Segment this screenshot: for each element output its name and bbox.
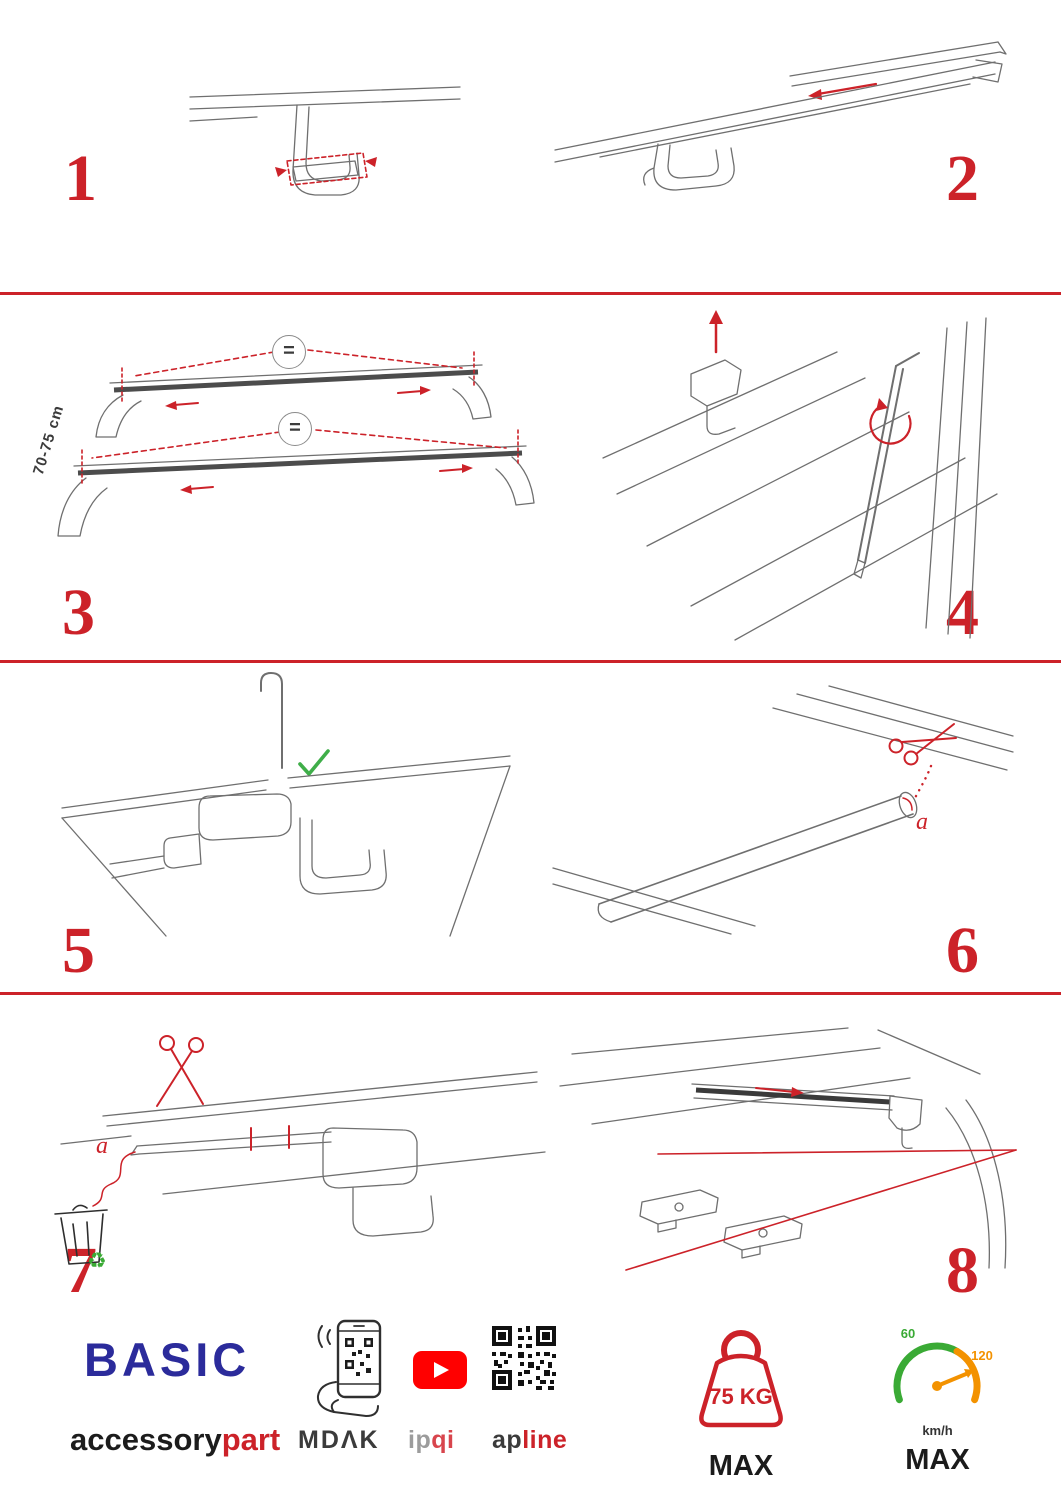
insert-arrow	[709, 310, 723, 354]
checkmark-icon	[298, 749, 330, 776]
step-4-number: 4	[946, 576, 979, 649]
step-2-illustration	[540, 32, 1010, 197]
step-1-number: 1	[64, 142, 97, 215]
brand-subtitle-accessory: accessory	[70, 1422, 222, 1457]
partner-ipqi-red: qi	[431, 1426, 455, 1454]
scissors-icon	[888, 723, 957, 766]
step-7-illustration: ♻	[45, 1022, 546, 1274]
weight-icon: 75 KG	[676, 1322, 806, 1444]
clamp-pad-highlight	[275, 152, 377, 186]
slide-arrow	[755, 1087, 804, 1097]
partner-ipqi-label: ipqi	[408, 1428, 454, 1453]
step-8-number: 8	[946, 1234, 979, 1307]
gauge-max-label: MAX	[905, 1444, 970, 1476]
brand-subtitle-part: part	[221, 1422, 281, 1457]
cut-dots	[912, 764, 933, 802]
speedometer-icon: 60 120	[880, 1324, 995, 1424]
step-7-number: 7	[64, 1234, 97, 1307]
partner-mdak-label: MDΛK	[298, 1426, 380, 1454]
step-7-cut-label: a	[96, 1133, 108, 1159]
weight-max-label: MAX	[708, 1450, 774, 1482]
section-divider-2	[0, 660, 1061, 663]
guide-lines	[625, 1149, 1017, 1271]
step-5-number: 5	[62, 914, 95, 987]
step-3-illustration	[28, 310, 548, 570]
partner-ipqi-gray: ip	[408, 1426, 432, 1454]
gauge-low-label: 60	[901, 1326, 915, 1341]
weight-value: 75 KG	[709, 1384, 773, 1409]
partner-apline-red: line	[522, 1426, 568, 1454]
step-3-number: 3	[62, 576, 95, 649]
equal-badge-top: =	[272, 335, 306, 369]
step-6-cut-label: a	[916, 809, 928, 835]
youtube-icon	[412, 1350, 468, 1390]
step-1-illustration	[175, 75, 475, 235]
step-6-number: 6	[946, 914, 979, 987]
step-4-illustration	[595, 306, 1015, 641]
equal-badge-bottom: =	[278, 412, 312, 446]
lock-pin	[260, 672, 283, 769]
scissors-icon	[156, 1035, 204, 1107]
brand-subtitle: accessorypart	[70, 1424, 280, 1455]
discard-line	[92, 1151, 136, 1207]
brand-logo-basic: BASIC	[84, 1333, 251, 1386]
trash-icon	[54, 1204, 108, 1265]
t-slot-adapters	[639, 1189, 803, 1259]
partner-apline-dark: ap	[492, 1426, 523, 1454]
qr-code-icon	[492, 1326, 556, 1390]
step-2-number: 2	[946, 142, 979, 215]
section-divider-3	[0, 992, 1061, 995]
partner-apline-label: apline	[492, 1428, 567, 1453]
phone-qr-icon	[308, 1318, 396, 1420]
equal-distance-guides	[81, 349, 519, 487]
step-5-illustration	[48, 666, 518, 938]
step-8-illustration	[548, 1012, 1018, 1274]
step-6-illustration	[545, 676, 1015, 938]
section-divider-1	[0, 292, 1061, 295]
rotate-arrow	[869, 398, 912, 445]
adjust-arrows	[165, 386, 473, 494]
gauge-unit-label: km/h	[922, 1423, 953, 1438]
recycle-icon: ♻	[87, 1248, 107, 1273]
gauge-high-label: 120	[971, 1348, 993, 1363]
allen-key	[853, 352, 920, 579]
